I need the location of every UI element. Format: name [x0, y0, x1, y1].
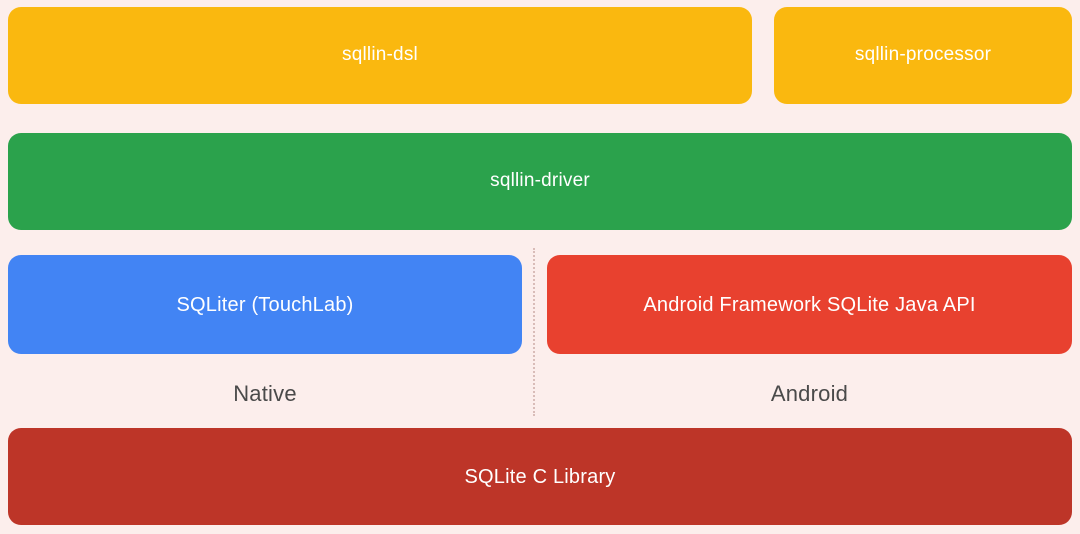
box-sqllin-processor: sqllin-processor [774, 7, 1072, 104]
box-label-sqllin-dsl: sqllin-dsl [342, 44, 418, 66]
box-sqliter-touchlab: SQLiter (TouchLab) [8, 255, 522, 354]
box-label-android-framework-sqlite-java-api: Android Framework SQLite Java API [643, 293, 976, 316]
box-label-sqlite-c-library: SQLite C Library [464, 465, 616, 488]
box-label-sqllin-processor: sqllin-processor [854, 44, 992, 66]
box-android-framework-sqlite-java-api: Android Framework SQLite Java API [547, 255, 1072, 354]
box-sqllin-dsl: sqllin-dsl [8, 7, 752, 104]
box-sqllin-driver: sqllin-driver [8, 133, 1072, 230]
platform-caption-android: Android [547, 377, 1072, 411]
box-label-sqliter-touchlab: SQLiter (TouchLab) [176, 293, 354, 316]
box-sqlite-c-library: SQLite C Library [8, 428, 1072, 525]
box-label-sqllin-driver: sqllin-driver [490, 170, 590, 192]
platform-caption-native-label: Native [233, 381, 297, 406]
platform-caption-native: Native [8, 377, 522, 411]
platform-caption-android-label: Android [770, 381, 849, 406]
platform-divider [533, 248, 535, 416]
